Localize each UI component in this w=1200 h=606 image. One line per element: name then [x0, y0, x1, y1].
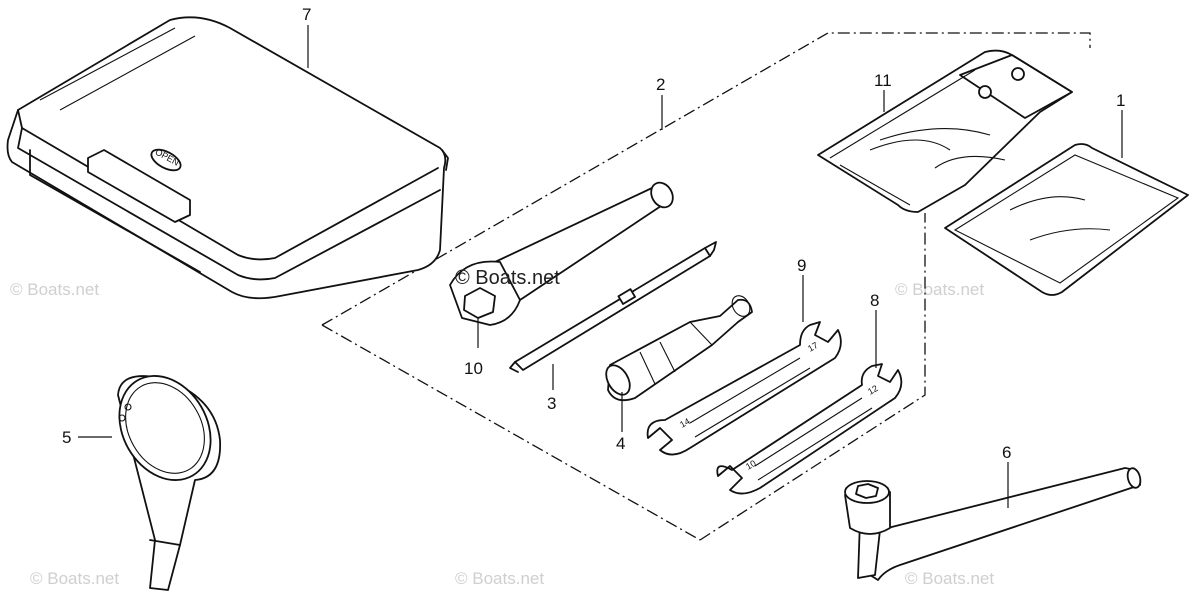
callout-6: 6: [1002, 443, 1011, 462]
watermark-main: © Boats.net: [455, 267, 560, 289]
box-wrench: [449, 181, 674, 326]
wrench-10-12: 12 10: [716, 363, 903, 495]
wrench-14-17: 17 14: [646, 321, 842, 456]
watermark: © Boats.net: [455, 569, 544, 588]
funnel: [117, 375, 221, 591]
callout-3: 3: [547, 394, 556, 413]
callout-labels: 7 2 11 1 9 8 10 3 4 5 6: [62, 5, 1125, 462]
callout-7: 7: [302, 5, 311, 24]
tool-kit-boundary: [321, 32, 1091, 541]
callout-5: 5: [62, 428, 71, 447]
wrench-size-label: 10: [744, 458, 758, 472]
callout-8: 8: [870, 291, 879, 310]
leader-lines: [78, 25, 1123, 508]
callout-2: 2: [656, 75, 665, 94]
watermark: © Boats.net: [895, 280, 984, 299]
callout-1: 1: [1116, 91, 1125, 110]
wrench-size-label: 17: [806, 340, 820, 354]
wrench-size-label: 12: [866, 383, 880, 397]
plastic-bag: [944, 143, 1189, 296]
tool-bag: [817, 49, 1073, 213]
watermark-layer: © Boats.net © Boats.net © Boats.net © Bo…: [10, 280, 994, 588]
watermark: © Boats.net: [30, 569, 119, 588]
callout-9: 9: [797, 256, 806, 275]
wrench-size-label: 14: [678, 416, 692, 430]
callout-10: 10: [464, 359, 483, 378]
screwdriver-shaft: [509, 241, 717, 373]
tool-case: OPEN: [6, 16, 449, 300]
watermark: © Boats.net: [10, 280, 99, 299]
callout-4: 4: [616, 434, 625, 453]
watermark: © Boats.net: [905, 569, 994, 588]
plug-wrench: [844, 467, 1142, 581]
screwdriver-handle: [605, 295, 753, 402]
callout-11: 11: [874, 71, 892, 90]
